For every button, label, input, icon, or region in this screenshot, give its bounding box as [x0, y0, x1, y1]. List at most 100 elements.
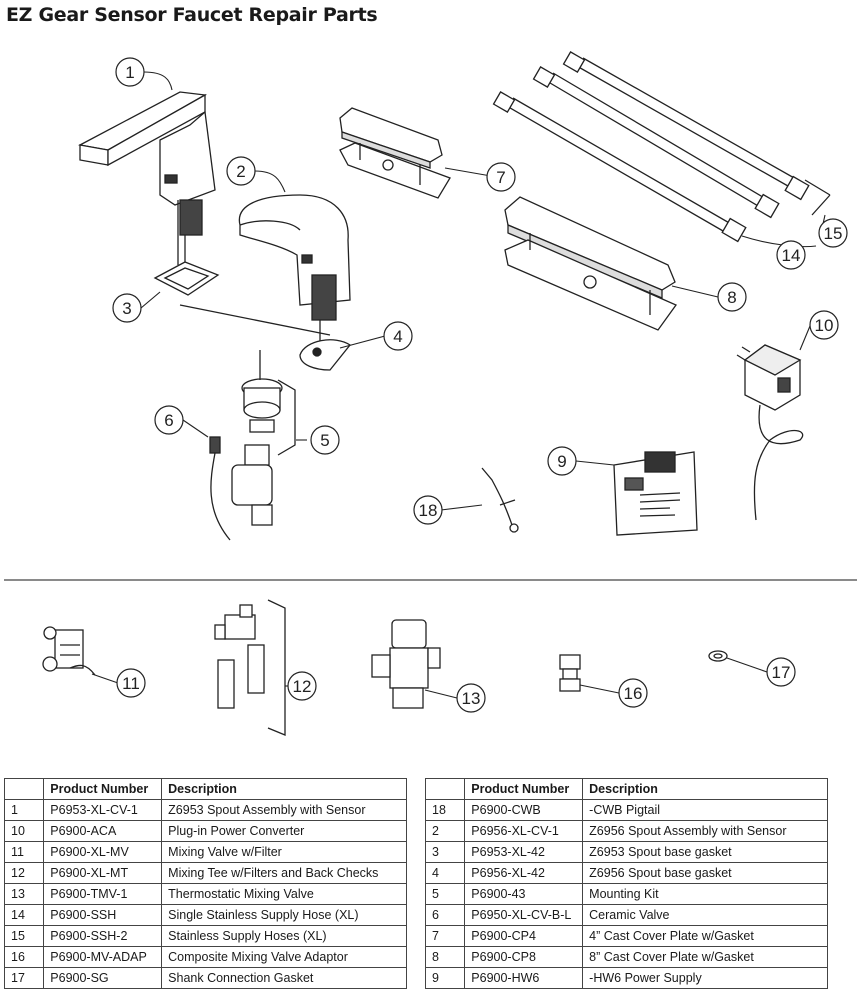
cell-product-number: P6900-CP8 [464, 946, 584, 968]
cell-item-number: 12 [3, 862, 45, 884]
ceramic-valve-6-illustration [209, 436, 273, 541]
pigtail-18-illustration [481, 467, 519, 533]
cell-item-number: 18 [424, 799, 466, 821]
power-supply-9-illustration [613, 451, 698, 536]
header-product-number: Product Number [43, 778, 163, 800]
cell-item-number: 17 [3, 967, 45, 989]
cell-description: 4” Cast Cover Plate w/Gasket [582, 925, 828, 947]
callout-13: 13 [462, 689, 481, 708]
mixing-tee-12-illustration [214, 599, 286, 736]
cell-product-number: P6900-XL-MT [43, 862, 163, 884]
cell-product-number: P6900-SG [43, 967, 163, 989]
cell-product-number: P6900-TMV-1 [43, 883, 163, 905]
cell-item-number: 5 [424, 883, 466, 905]
callout-5: 5 [320, 431, 329, 450]
power-converter-10-illustration [736, 344, 804, 521]
cell-description: Z6953 Spout Assembly with Sensor [161, 799, 407, 821]
cell-product-number: P6900-MV-ADAP [43, 946, 163, 968]
cell-description: Plug-in Power Converter [161, 820, 407, 842]
page-title: EZ Gear Sensor Faucet Repair Parts [6, 4, 378, 26]
cell-item-number: 7 [424, 925, 466, 947]
gasket-3-illustration [153, 261, 220, 296]
cell-description: Mixing Valve w/Filter [161, 841, 407, 863]
header-description: Description [161, 778, 407, 800]
callout-9: 9 [557, 452, 566, 471]
header-number [3, 778, 45, 800]
cell-item-number: 13 [3, 883, 45, 905]
cell-product-number: P6900-43 [464, 883, 584, 905]
cell-description: Ceramic Valve [582, 904, 828, 926]
cell-description: Mounting Kit [582, 883, 828, 905]
gasket-17-illustration [708, 650, 728, 662]
gasket-4-illustration [299, 339, 351, 371]
cell-description: Z6956 Spout Assembly with Sensor [582, 820, 828, 842]
cell-description: Z6953 Spout base gasket [582, 841, 828, 863]
cell-product-number: P6900-HW6 [464, 967, 584, 989]
cell-description: Single Stainless Supply Hose (XL) [161, 904, 407, 926]
cell-item-number: 11 [3, 841, 45, 863]
cell-product-number: P6900-ACA [43, 820, 163, 842]
spout-1-illustration [78, 91, 216, 265]
cell-item-number: 15 [3, 925, 45, 947]
cell-product-number: P6953-XL-42 [464, 841, 584, 863]
cell-product-number: P6953-XL-CV-1 [43, 799, 163, 821]
mixing-valve-11-illustration [42, 626, 96, 676]
adaptor-16-illustration [559, 654, 581, 692]
parts-diagram: 1 2 3 4 5 6 7 8 9 10 11 12 13 14 15 16 1… [4, 51, 857, 736]
callout-7: 7 [496, 168, 505, 187]
callout-10: 10 [815, 316, 834, 335]
mounting-kit-5-illustration [179, 304, 331, 456]
cell-product-number: P6900-XL-MV [43, 841, 163, 863]
cell-description: -CWB Pigtail [582, 799, 828, 821]
cell-item-number: 6 [424, 904, 466, 926]
table-header-row: Product Number Description [3, 778, 407, 800]
cell-description: Z6956 Spout base gasket [582, 862, 828, 884]
callout-15: 15 [824, 224, 843, 243]
callout-2: 2 [236, 162, 245, 181]
cell-item-number: 8 [424, 946, 466, 968]
cell-item-number: 10 [3, 820, 45, 842]
callout-circles [112, 57, 848, 713]
cell-item-number: 14 [3, 904, 45, 926]
header-description: Description [582, 778, 828, 800]
header-number [424, 778, 466, 800]
cover-plate-8-illustration [504, 196, 677, 331]
cell-item-number: 3 [424, 841, 466, 863]
callout-6: 6 [164, 411, 173, 430]
cell-product-number: P6900-SSH [43, 904, 163, 926]
cover-plate-7-illustration [339, 107, 451, 199]
spout-2-illustration [238, 194, 351, 345]
cell-description: Shank Connection Gasket [161, 967, 407, 989]
cell-product-number: P6900-CP4 [464, 925, 584, 947]
cell-description: Composite Mixing Valve Adaptor [161, 946, 407, 968]
cell-item-number: 2 [424, 820, 466, 842]
cell-description: 8” Cast Cover Plate w/Gasket [582, 946, 828, 968]
supply-hoses-illustration [492, 51, 831, 243]
cell-product-number: P6900-CWB [464, 799, 584, 821]
cell-description: -HW6 Power Supply [582, 967, 828, 989]
cell-description: Stainless Supply Hoses (XL) [161, 925, 407, 947]
callout-14: 14 [782, 246, 801, 265]
callout-18: 18 [419, 501, 438, 520]
callout-3: 3 [122, 299, 131, 318]
cell-product-number: P6956-XL-42 [464, 862, 584, 884]
